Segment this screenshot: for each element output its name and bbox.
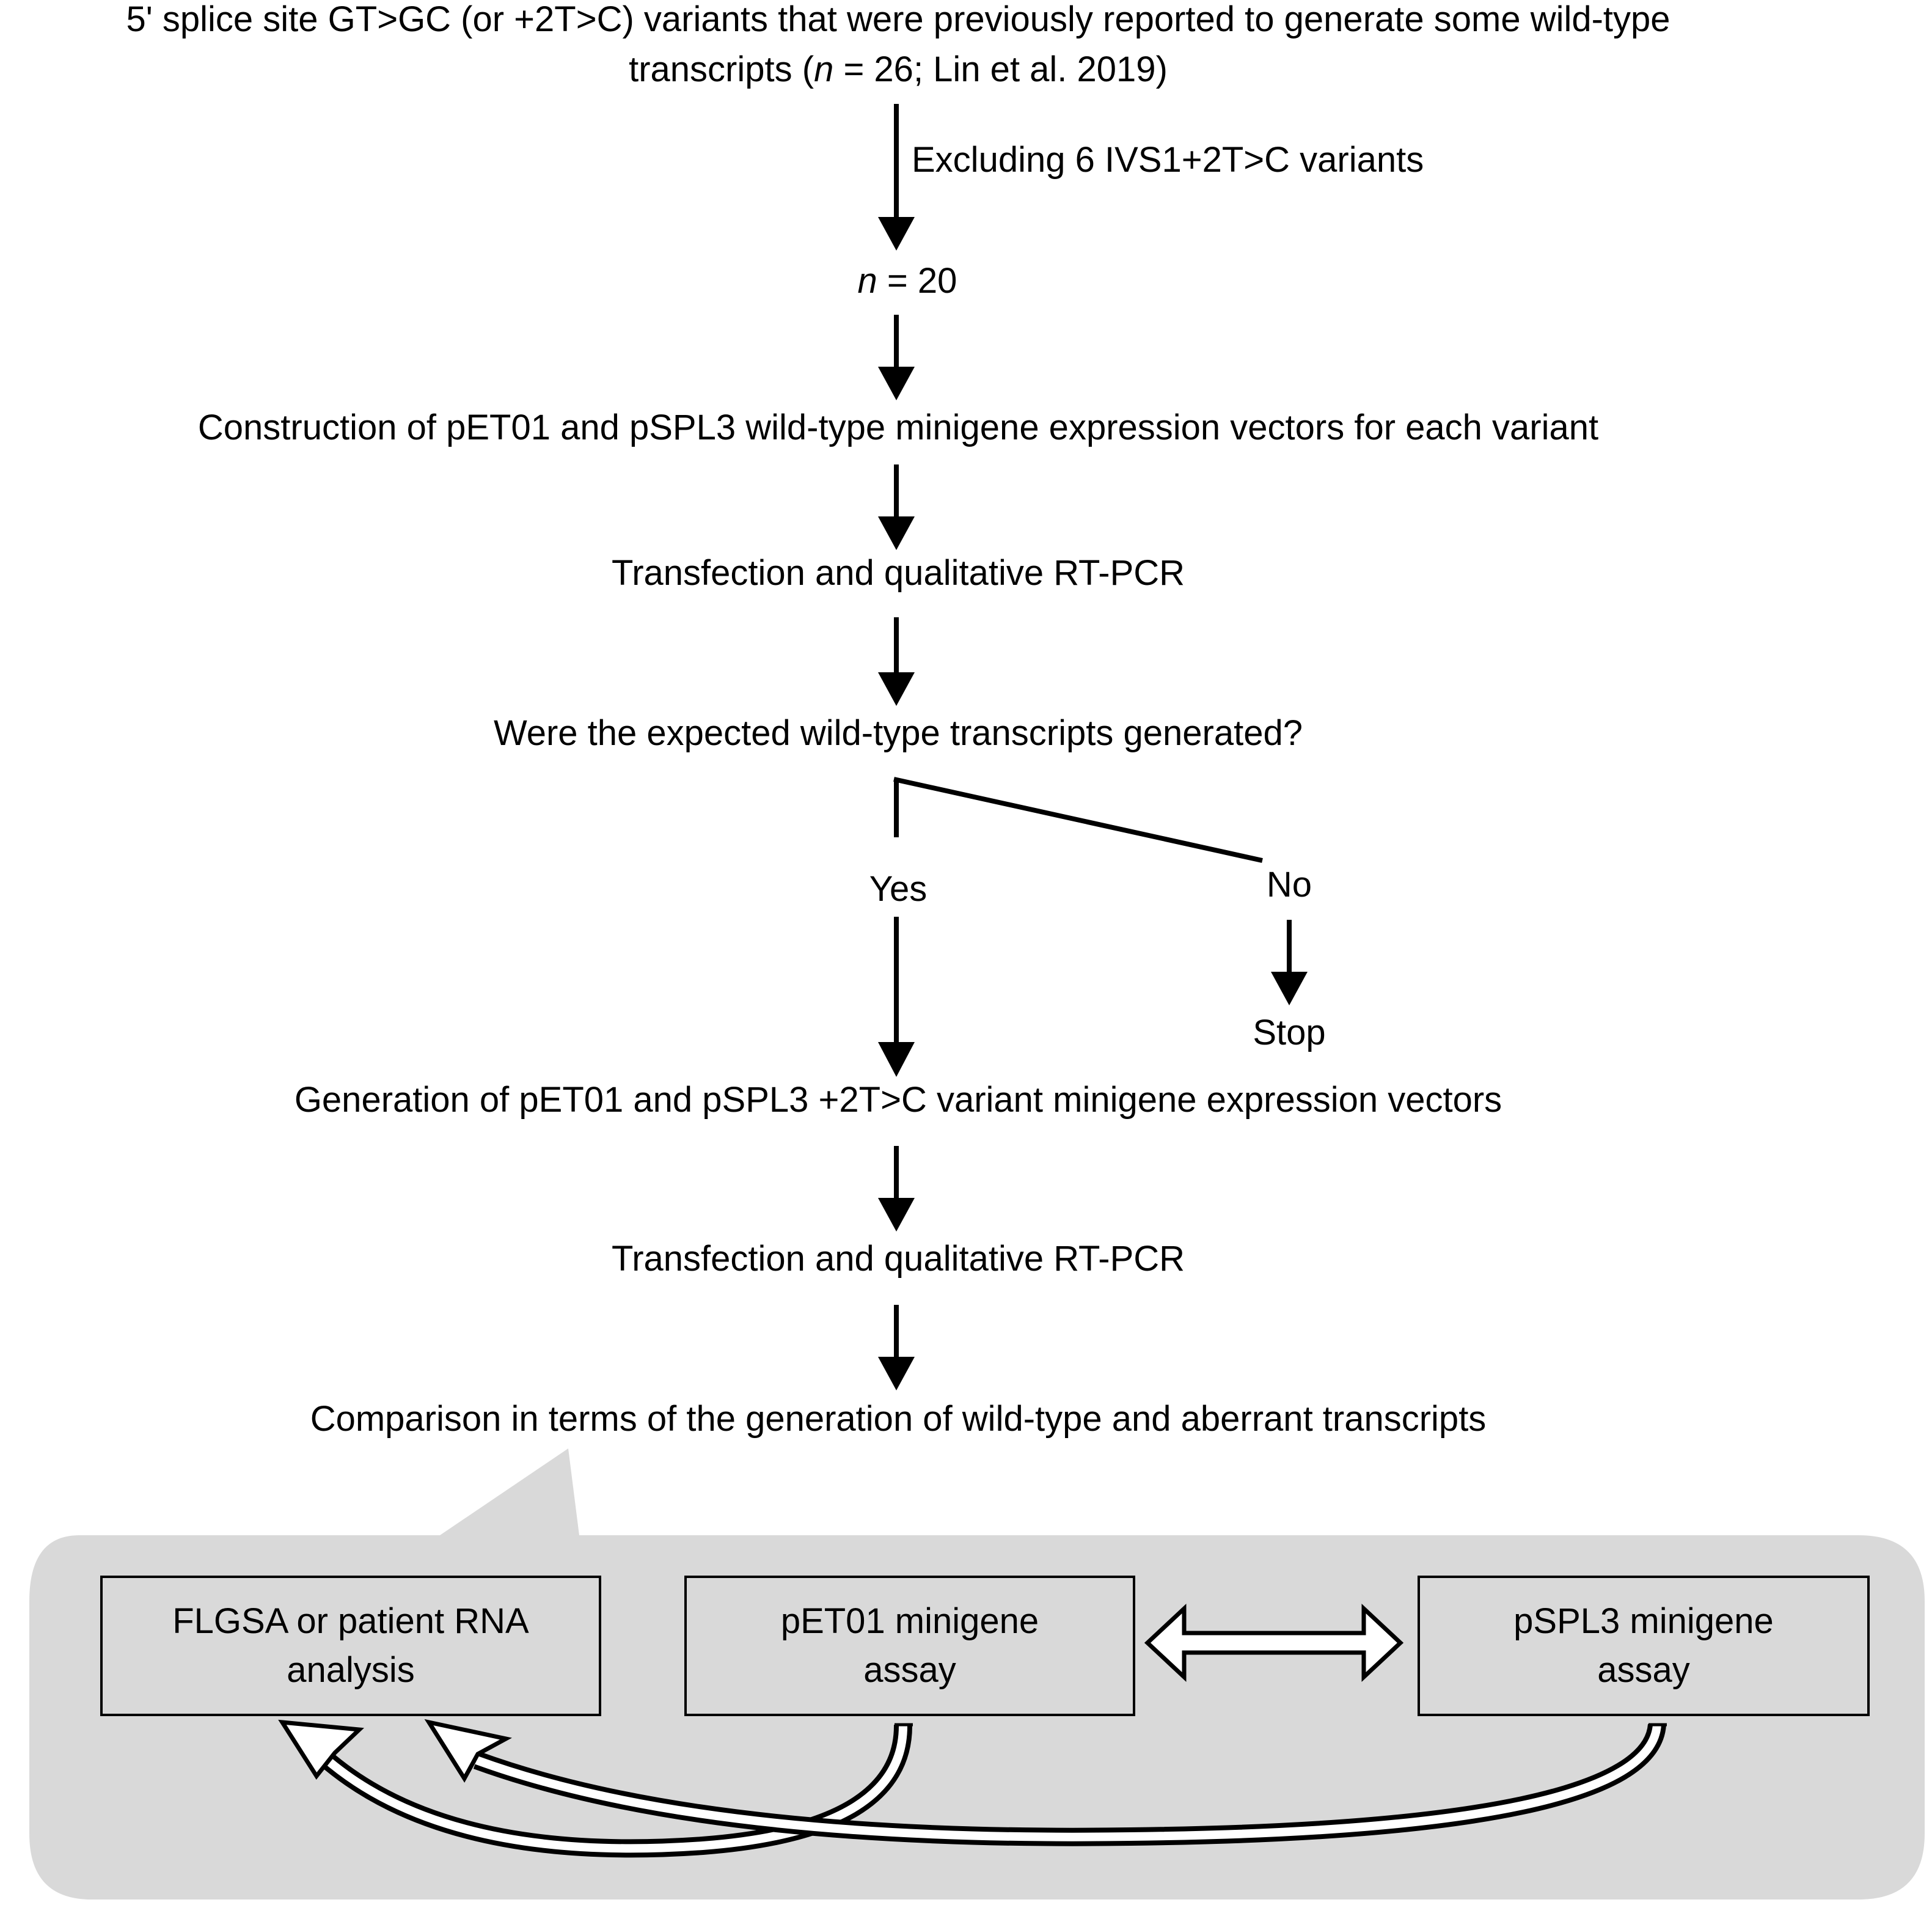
curved-arrow-pspl3-to-flgsa xyxy=(424,1719,1667,1846)
arrow-count-to-construction xyxy=(878,315,915,400)
branch-no-label: No xyxy=(1266,865,1312,905)
step-comparison: Comparison in terms of the generation of… xyxy=(310,1399,1487,1439)
count-label: n = 20 xyxy=(794,257,1020,306)
flgsa-box-line-1: FLGSA or patient RNA xyxy=(172,1601,529,1641)
title-line-2-n: n xyxy=(814,50,834,89)
double-headed-arrow xyxy=(1144,1603,1404,1683)
pspl3-box-line-1: pSPL3 minigene xyxy=(1513,1601,1774,1641)
count-n: n xyxy=(857,261,877,301)
count-suffix: = 20 xyxy=(877,261,957,301)
title-line-2-prefix: transcripts ( xyxy=(629,50,814,89)
pet01-minigene-box: pET01 minigene assay xyxy=(684,1576,1135,1716)
arrow-construction-to-transfection xyxy=(878,464,915,550)
step-construction: Construction of pET01 and pSPL3 wild-typ… xyxy=(197,408,1599,447)
step-generation: Generation of pET01 and pSPL3 +2T>C vari… xyxy=(294,1080,1502,1120)
curved-arrow-pet01-to-flgsa xyxy=(278,1719,913,1858)
step-transfection-2: Transfection and qualitative RT-PCR xyxy=(611,1239,1185,1279)
arrow-generation-to-transfection xyxy=(878,1146,915,1231)
title-line-2: transcripts (n = 26; Lin et al. 2019) xyxy=(0,45,1796,94)
arrow-yes-to-generation xyxy=(878,917,915,1077)
exclusion-label: Excluding 6 IVS1+2T>C variants xyxy=(912,140,1424,180)
comparison-callout-panel xyxy=(29,1448,1925,1899)
pspl3-minigene-box: pSPL3 minigene assay xyxy=(1418,1576,1870,1716)
title-line-1: 5' splice site GT>GC (or +2T>C) variants… xyxy=(126,0,1670,39)
decision-branch-lines xyxy=(893,777,1263,863)
pet01-box-line-1: pET01 minigene xyxy=(780,1601,1039,1641)
decision-question: Were the expected wild-type transcripts … xyxy=(494,713,1303,753)
branch-yes-label: Yes xyxy=(869,869,928,909)
step-transfection-1: Transfection and qualitative RT-PCR xyxy=(611,553,1185,593)
flgsa-box-line-2: analysis xyxy=(287,1650,415,1690)
pspl3-box-line-2: assay xyxy=(1597,1650,1690,1690)
arrow-transfection-to-question xyxy=(878,617,915,706)
arrow-no-to-stop xyxy=(1271,920,1308,1005)
arrow-transfection-to-comparison xyxy=(878,1305,915,1390)
pet01-box-line-2: assay xyxy=(863,1650,956,1690)
stop-label: Stop xyxy=(1253,1013,1326,1052)
flgsa-patient-rna-box: FLGSA or patient RNA analysis xyxy=(100,1576,601,1716)
arrow-title-to-count xyxy=(878,104,915,251)
title-line-2-suffix: = 26; Lin et al. 2019) xyxy=(833,50,1168,89)
